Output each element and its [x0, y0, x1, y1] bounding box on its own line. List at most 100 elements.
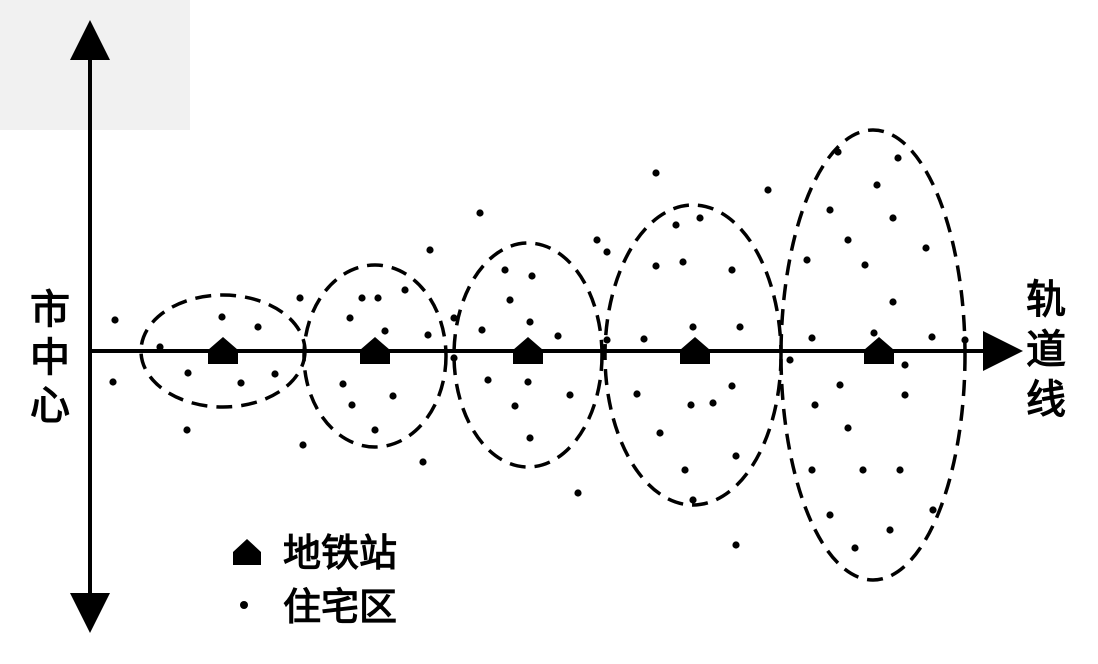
residential-dot: [929, 506, 937, 514]
residential-dot: [681, 466, 689, 474]
residential-dot: [901, 361, 909, 369]
residential-dot: [656, 429, 664, 437]
residential-dot: [826, 511, 834, 519]
residential-dot: [296, 294, 304, 302]
city-center-label: 市 中 心: [30, 287, 70, 429]
residential-dot: [672, 221, 680, 229]
residential-dot: [732, 452, 740, 460]
residential-dot: [633, 390, 641, 398]
residential-dot: [928, 333, 936, 341]
service-area-3: [452, 241, 604, 469]
residential-dot: [299, 441, 307, 449]
rail-line-char: 道: [1026, 327, 1066, 373]
residential-dot: [593, 236, 601, 244]
residential-dot: [732, 541, 740, 549]
residential-dot: [450, 354, 458, 362]
residential-dot: [922, 244, 930, 252]
residential-dot: [476, 209, 484, 217]
residential-dot: [728, 382, 736, 390]
residential-dot: [736, 323, 744, 331]
residential-dot: [484, 376, 492, 384]
subway-station-icon: [680, 337, 710, 364]
rail-line-char: 轨: [1026, 277, 1066, 323]
residential-dot: [183, 426, 191, 434]
service-area-5: [779, 128, 967, 582]
residential-dot: [844, 236, 852, 244]
residential-dot: [603, 336, 611, 344]
residential-dot: [811, 401, 819, 409]
residential-dot: [844, 424, 852, 432]
residential-dot: [574, 489, 582, 497]
residential-dot: [339, 380, 347, 388]
residential-dot: [901, 391, 909, 399]
subway-station-icon: [360, 337, 390, 364]
residential-dot: [156, 343, 164, 351]
watermark: [0, 0, 190, 130]
legend-residential-label: 住宅区: [283, 585, 397, 629]
residential-dot: [566, 391, 574, 399]
residential-dot: [652, 169, 660, 177]
residential-dot: [450, 314, 458, 322]
residential-dot: [689, 323, 697, 331]
residential-dot: [826, 206, 834, 214]
residential-dot: [786, 356, 794, 364]
city-center-char: 市: [30, 287, 70, 333]
rail-line-char: 线: [1026, 377, 1066, 423]
residential-dot: [109, 378, 117, 386]
residential-dot: [358, 294, 366, 302]
residential-dot: [528, 272, 536, 280]
residential-dot: [851, 544, 859, 552]
residential-dot: [254, 323, 262, 331]
service-area-2: [302, 263, 448, 449]
residential-dot: [896, 466, 904, 474]
residential-dot: [894, 154, 902, 162]
subway-station-icon: [208, 337, 238, 364]
residential-dot: [526, 318, 534, 326]
subway-station-icon: [864, 337, 894, 364]
residential-dot: [501, 266, 509, 274]
residential-dot: [426, 246, 434, 254]
residential-dot: [836, 381, 844, 389]
residential-dot: [237, 379, 245, 387]
residential-dot: [111, 316, 119, 324]
residential-dot: [511, 402, 519, 410]
residential-dot: [478, 326, 486, 334]
subway-station-icon: [513, 337, 543, 364]
residential-dot: [679, 258, 687, 266]
residential-dot: [859, 466, 867, 474]
residential-dot: [834, 148, 842, 156]
city-center-char: 中: [30, 335, 70, 381]
residential-dot: [870, 329, 878, 337]
service-areas: [139, 128, 967, 582]
residential-dot: [218, 313, 226, 321]
legend-station-label: 地铁站: [283, 531, 397, 575]
legend-residential-icon: [240, 601, 248, 609]
residential-dot: [603, 248, 611, 256]
residential-dot: [652, 262, 660, 270]
residential-dot: [687, 401, 695, 409]
residential-dot: [961, 336, 969, 344]
residential-dot: [640, 335, 648, 343]
residential-dot: [526, 434, 534, 442]
legend: 地铁站 住宅区: [233, 531, 397, 629]
residential-dot: [271, 370, 279, 378]
residential-dot: [808, 334, 816, 342]
residential-dot: [554, 332, 562, 340]
rail-line-label: 轨 道 线: [1026, 277, 1066, 423]
residential-dot: [689, 496, 697, 504]
residential-dot: [401, 286, 409, 294]
residential-dot: [873, 181, 881, 189]
stations: [208, 337, 894, 364]
residential-dot: [381, 327, 389, 335]
residential-dot: [889, 298, 897, 306]
residential-dots: [109, 148, 969, 552]
residential-dot: [709, 399, 717, 407]
residential-dot: [886, 526, 894, 534]
residential-dot: [861, 261, 869, 269]
residential-dot: [348, 401, 356, 409]
residential-dot: [346, 314, 354, 322]
residential-dot: [419, 458, 427, 466]
residential-dot: [374, 294, 382, 302]
residential-dot: [524, 378, 532, 386]
